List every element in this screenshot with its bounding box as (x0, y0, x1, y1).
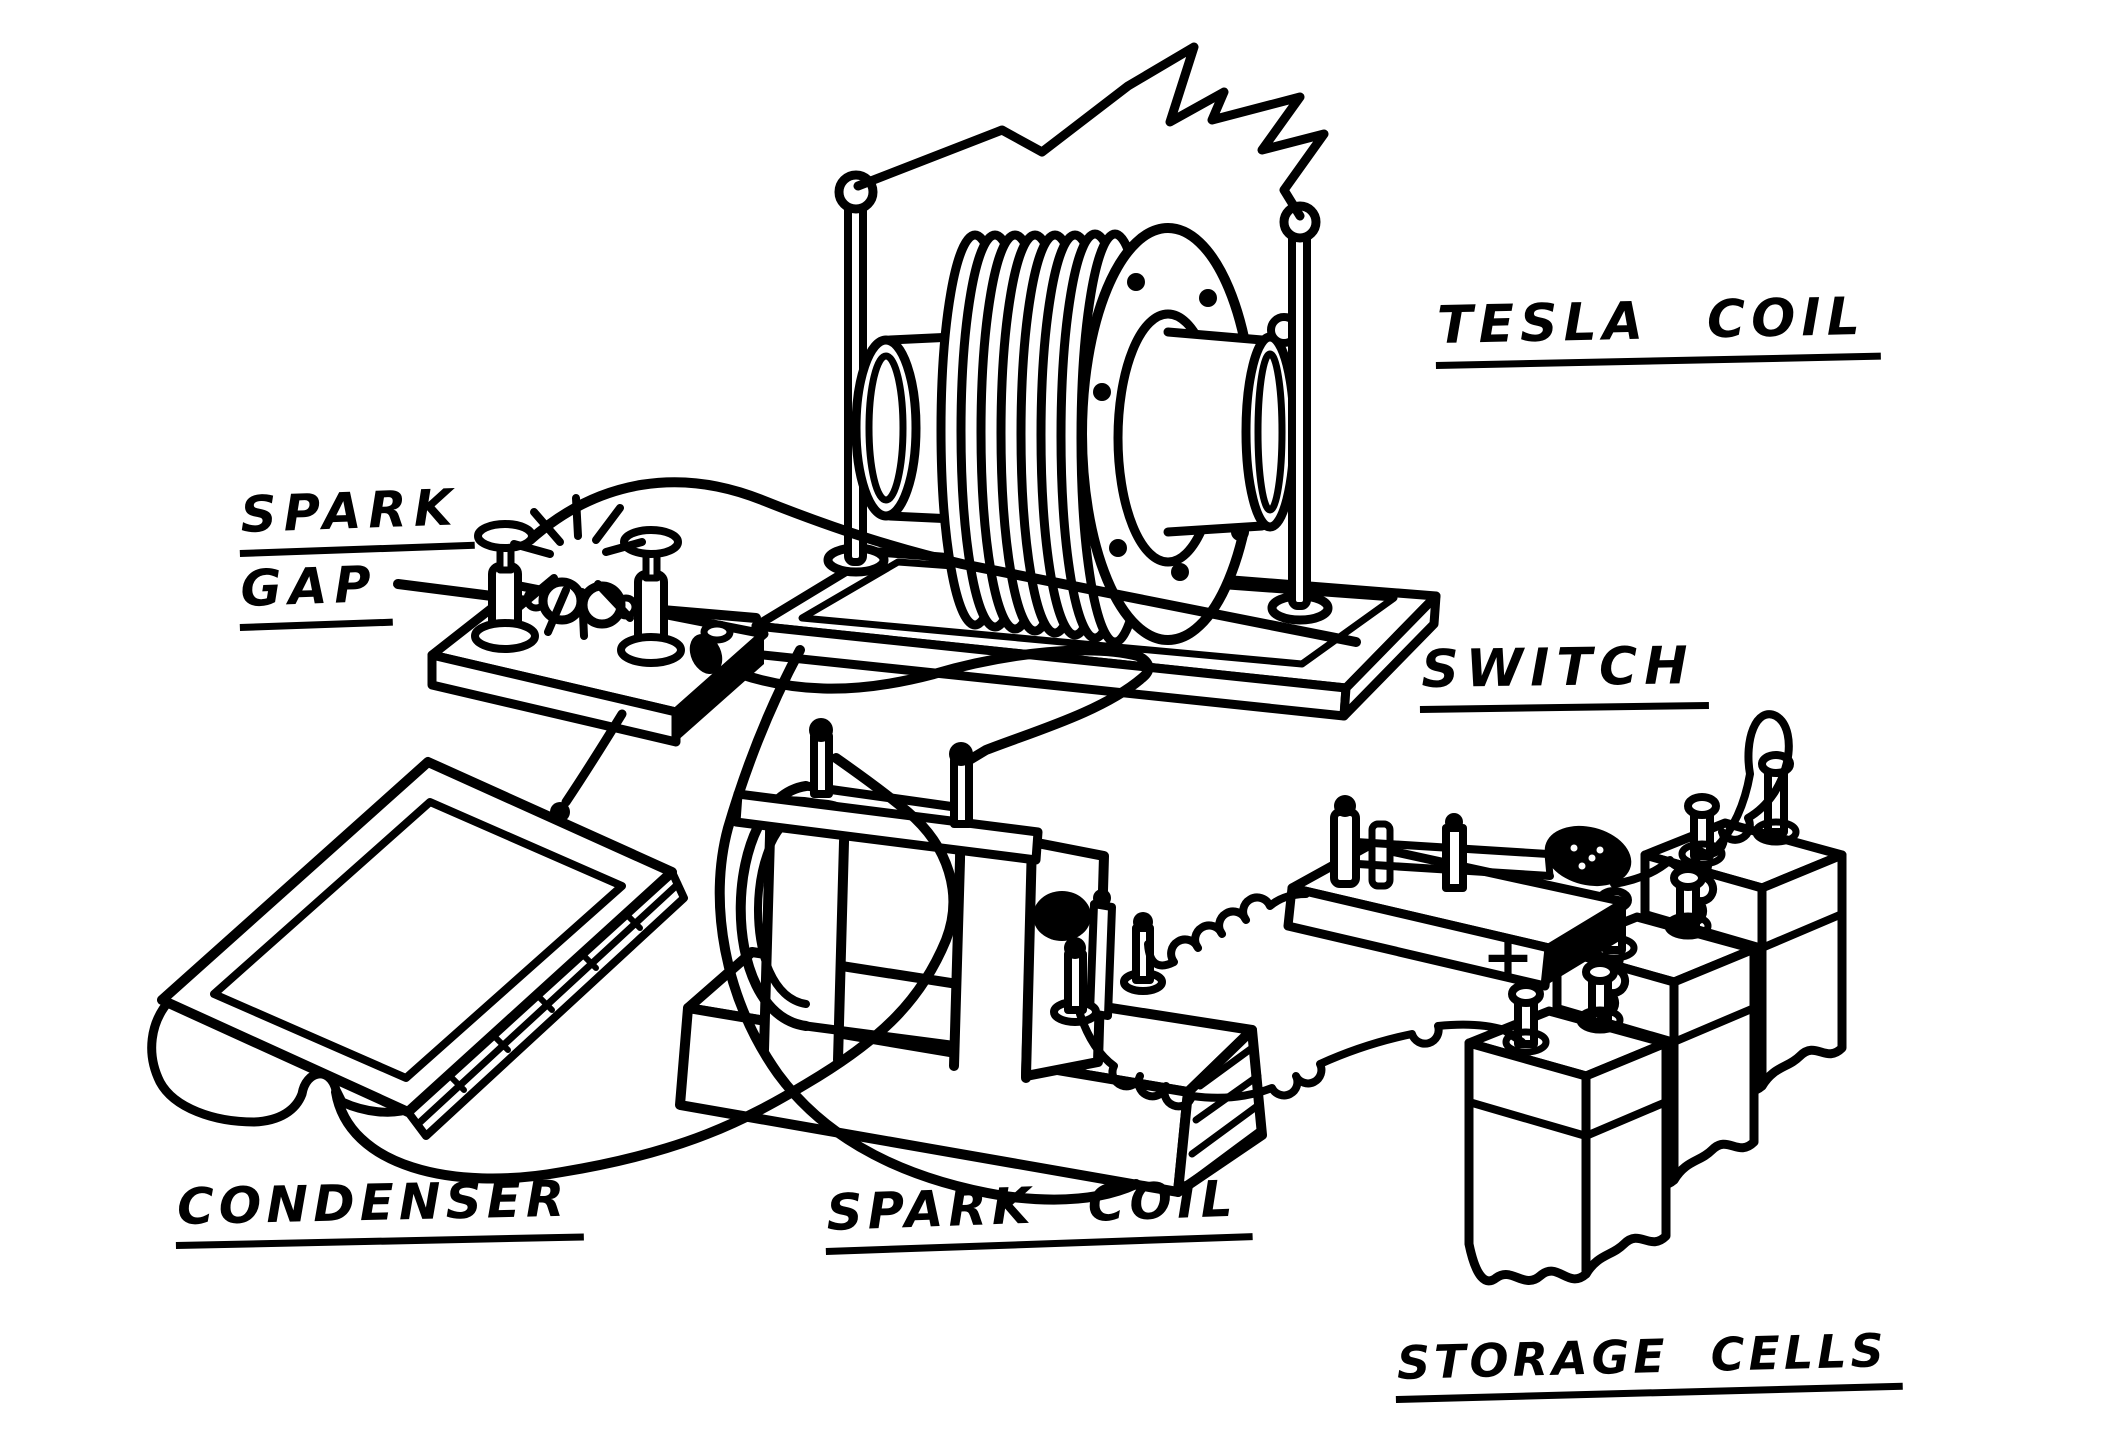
label-spark-coil: SPARK COIL (823, 1169, 1253, 1255)
condenser-terminal-dot (550, 802, 570, 822)
tesla-coil-drawing (749, 42, 1441, 721)
flange-bolt-hole (1109, 539, 1127, 557)
wire-sparkgap-to-sparkcoil (709, 645, 1154, 767)
flange-bolt-hole (1199, 289, 1217, 307)
battery-plus-sign: + (1482, 920, 1534, 993)
condenser-plate-border (210, 798, 626, 1082)
coil-wire-switch-to-sparkcoil (1144, 890, 1310, 970)
condenser-circuit-wires (331, 645, 1141, 1205)
coil-support-right (949, 822, 1038, 1083)
tesla-right-post (1288, 222, 1311, 610)
flange-bolt-hole (1127, 273, 1145, 291)
cell-middle-side (1669, 944, 1759, 1185)
label-spark-gap-line1: SPARK (237, 477, 475, 557)
base-post-front (1064, 950, 1087, 1014)
wire-tesla-to-lower-circuit (714, 645, 1141, 1205)
flange-bolt-hole (1171, 563, 1189, 581)
secondary-left-end (851, 335, 921, 521)
tesla-right-terminal-ball (1279, 201, 1321, 243)
lightning-discharge (853, 42, 1329, 221)
sparkcoil-post-2 (950, 756, 973, 828)
label-condenser: CONDENSER (174, 1169, 585, 1249)
primary-circuit-wires (525, 477, 1361, 767)
thumbscrew-right (620, 526, 682, 558)
spark-burst (510, 494, 646, 640)
label-spark-gap-line2: GAP (237, 554, 394, 631)
cell-rear-side (1757, 850, 1847, 1091)
sparkcoil-post-1 (810, 732, 833, 798)
tesla-base-side (1339, 591, 1441, 721)
wire-sparkgap-to-tesla (525, 477, 1361, 647)
sparkgap-binding-post (689, 633, 723, 675)
condenser-drawing (147, 757, 688, 1140)
label-storage-cells: STORAGE CELLS (1394, 1322, 1903, 1403)
storage-cells-drawing (1076, 751, 1847, 1286)
flange-bolt-hole (1093, 383, 1111, 401)
wire-sparkcoil-to-battery (1076, 1010, 1526, 1111)
switch-drawing (1144, 710, 1793, 991)
switch-hinge-post (1330, 808, 1360, 888)
cell-jumper-coil (1682, 862, 1718, 928)
label-switch: SWITCH (1418, 635, 1710, 713)
cell-jumper-coil (1594, 954, 1630, 1020)
label-tesla-coil: TESLA COIL (1434, 286, 1881, 369)
switch-knob (1544, 825, 1632, 887)
wire-sparkgap-to-condenser (561, 709, 627, 807)
switch-contact-clip (1442, 824, 1467, 892)
cell-front-front (1464, 1038, 1591, 1286)
spark-gap-drawing (393, 494, 769, 822)
secondary-right-end (1241, 332, 1299, 532)
coil-wire-switch-to-battery (1610, 710, 1793, 888)
cell-front-side (1581, 1038, 1671, 1279)
interrupter-knob (1033, 891, 1091, 941)
wire-condenser-to-sparkcoil (331, 753, 959, 1184)
